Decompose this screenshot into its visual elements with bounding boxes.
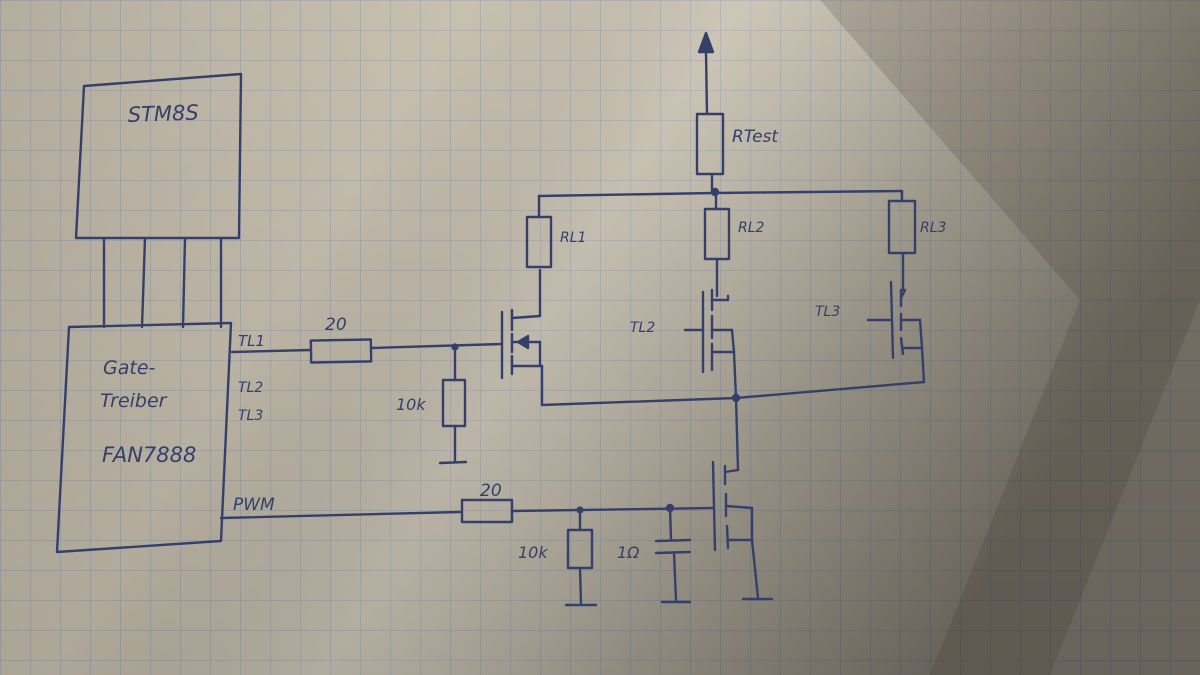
gate-driver-label-2: Treiber bbox=[100, 390, 168, 412]
mosfet-tl3 bbox=[866, 280, 926, 384]
mosfet-tl1 bbox=[500, 268, 544, 407]
rtest-label: RTest bbox=[732, 127, 779, 147]
resistor-rl1 bbox=[525, 194, 553, 269]
gate-cap-value: 1Ω bbox=[617, 543, 640, 562]
pulldown-top-value: 10k bbox=[396, 395, 426, 414]
resistor-rtest bbox=[695, 31, 725, 194]
net-label-pwm: PWM bbox=[233, 495, 275, 515]
resistor-rl3 bbox=[887, 199, 917, 292]
tl2-label: TL2 bbox=[630, 320, 655, 336]
net-label-tl1: TL1 bbox=[238, 332, 265, 350]
shadow-band bbox=[820, 0, 1200, 675]
gate-resistor-top-value: 20 bbox=[325, 315, 347, 335]
pulldown-top-resistor bbox=[438, 343, 468, 465]
net-label-tl2: TL2 bbox=[238, 380, 263, 396]
gate-capacitor bbox=[654, 503, 692, 604]
tl1-net-wire bbox=[230, 338, 504, 364]
pwm-net-wire bbox=[219, 498, 715, 524]
rl1-label: RL1 bbox=[560, 230, 586, 246]
pulldown-bottom-resistor bbox=[564, 506, 598, 607]
gate-driver-label-1: Gate- bbox=[103, 357, 156, 379]
mosfet-tl2 bbox=[683, 288, 738, 400]
net-label-tl3: TL3 bbox=[238, 408, 263, 424]
rl2-label: RL2 bbox=[738, 220, 765, 236]
gate-driver-label-3: FAN7888 bbox=[102, 443, 196, 467]
rl3-label: RL3 bbox=[920, 220, 946, 236]
mcu-block bbox=[74, 72, 243, 240]
resistor-rl2 bbox=[703, 191, 731, 298]
source-common-rail bbox=[540, 380, 926, 472]
pulldown-bottom-value: 10k bbox=[518, 543, 548, 562]
mosfet-pwm bbox=[711, 460, 774, 601]
gate-driver-block bbox=[55, 321, 233, 554]
mcu-label: STM8S bbox=[127, 101, 199, 127]
tl3-label: TL3 bbox=[815, 304, 840, 320]
gate-resistor-bottom-value: 20 bbox=[480, 481, 502, 501]
mcu-driver-bus bbox=[102, 236, 223, 329]
